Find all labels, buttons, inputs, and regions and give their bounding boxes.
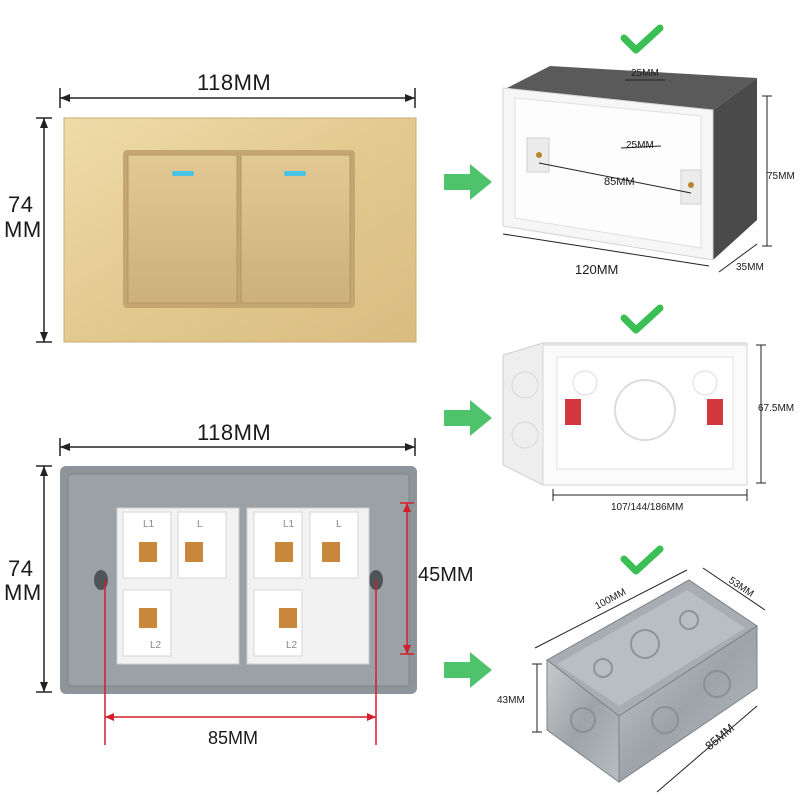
terminal-l1-right xyxy=(275,542,293,562)
box-depth-label: 35MM xyxy=(736,262,764,273)
bottom-height-label-unit: MM xyxy=(4,580,42,605)
mark-l1-left: L1 xyxy=(143,519,155,530)
terminal-l1-left xyxy=(139,542,157,562)
middle-box-height-label: 67.5MM xyxy=(758,403,795,414)
arrow-right-icon xyxy=(444,400,492,436)
top-switch-figure xyxy=(36,88,417,343)
checkmark-icon xyxy=(620,24,664,54)
inner-slot-label: 25MM xyxy=(626,140,654,151)
right-indicator-light xyxy=(284,171,306,176)
metal-box-height-label: 43MM xyxy=(497,695,525,706)
terminal-l2-right xyxy=(279,608,297,628)
box-height-label: 75MM xyxy=(767,171,795,182)
box-top-rim xyxy=(507,66,757,110)
arrow-right-icon xyxy=(444,652,492,688)
vertical-spacing-label: 45MM xyxy=(418,564,474,586)
top-width-label: 118MM xyxy=(197,70,272,95)
metal-box-figure xyxy=(532,567,766,793)
top-height-label-unit: MM xyxy=(4,217,42,242)
checkmark-icon xyxy=(620,304,664,334)
hole-spacing-label: 85MM xyxy=(604,176,635,188)
left-rocker-switch xyxy=(127,154,238,304)
checkmark-icon xyxy=(620,545,664,575)
top-wall-box-figure xyxy=(502,66,772,273)
metal-box-side xyxy=(618,625,758,783)
horizontal-spacing-label: 85MM xyxy=(208,728,259,748)
right-mount-clip xyxy=(707,399,723,425)
terminal-l2-left xyxy=(139,608,157,628)
box-width-label: 120MM xyxy=(575,262,619,277)
middle-box-width-label: 107/144/186MM xyxy=(611,502,684,513)
mark-l2-left: L2 xyxy=(150,640,162,651)
mark-l-left: L xyxy=(197,519,203,530)
box-dark-side xyxy=(713,78,757,260)
bottom-height-label-number: 74 xyxy=(8,556,34,581)
right-rocker-switch xyxy=(240,154,351,304)
arrow-right-icon xyxy=(444,164,492,200)
left-mounting-hole xyxy=(94,570,108,590)
top-slot-label: 25MM xyxy=(631,68,659,79)
mark-l-right: L xyxy=(336,519,342,530)
bottom-socket-figure xyxy=(36,438,417,745)
mark-l1-right: L1 xyxy=(283,519,295,530)
bottom-width-label: 118MM xyxy=(197,420,272,445)
left-indicator-light xyxy=(172,171,194,176)
terminal-l-right xyxy=(322,542,340,562)
terminal-l-left xyxy=(185,542,203,562)
mark-l2-right: L2 xyxy=(286,640,298,651)
left-mount-clip xyxy=(565,399,581,425)
middle-wall-box-figure xyxy=(502,342,766,501)
top-height-label-number: 74 xyxy=(8,192,34,217)
